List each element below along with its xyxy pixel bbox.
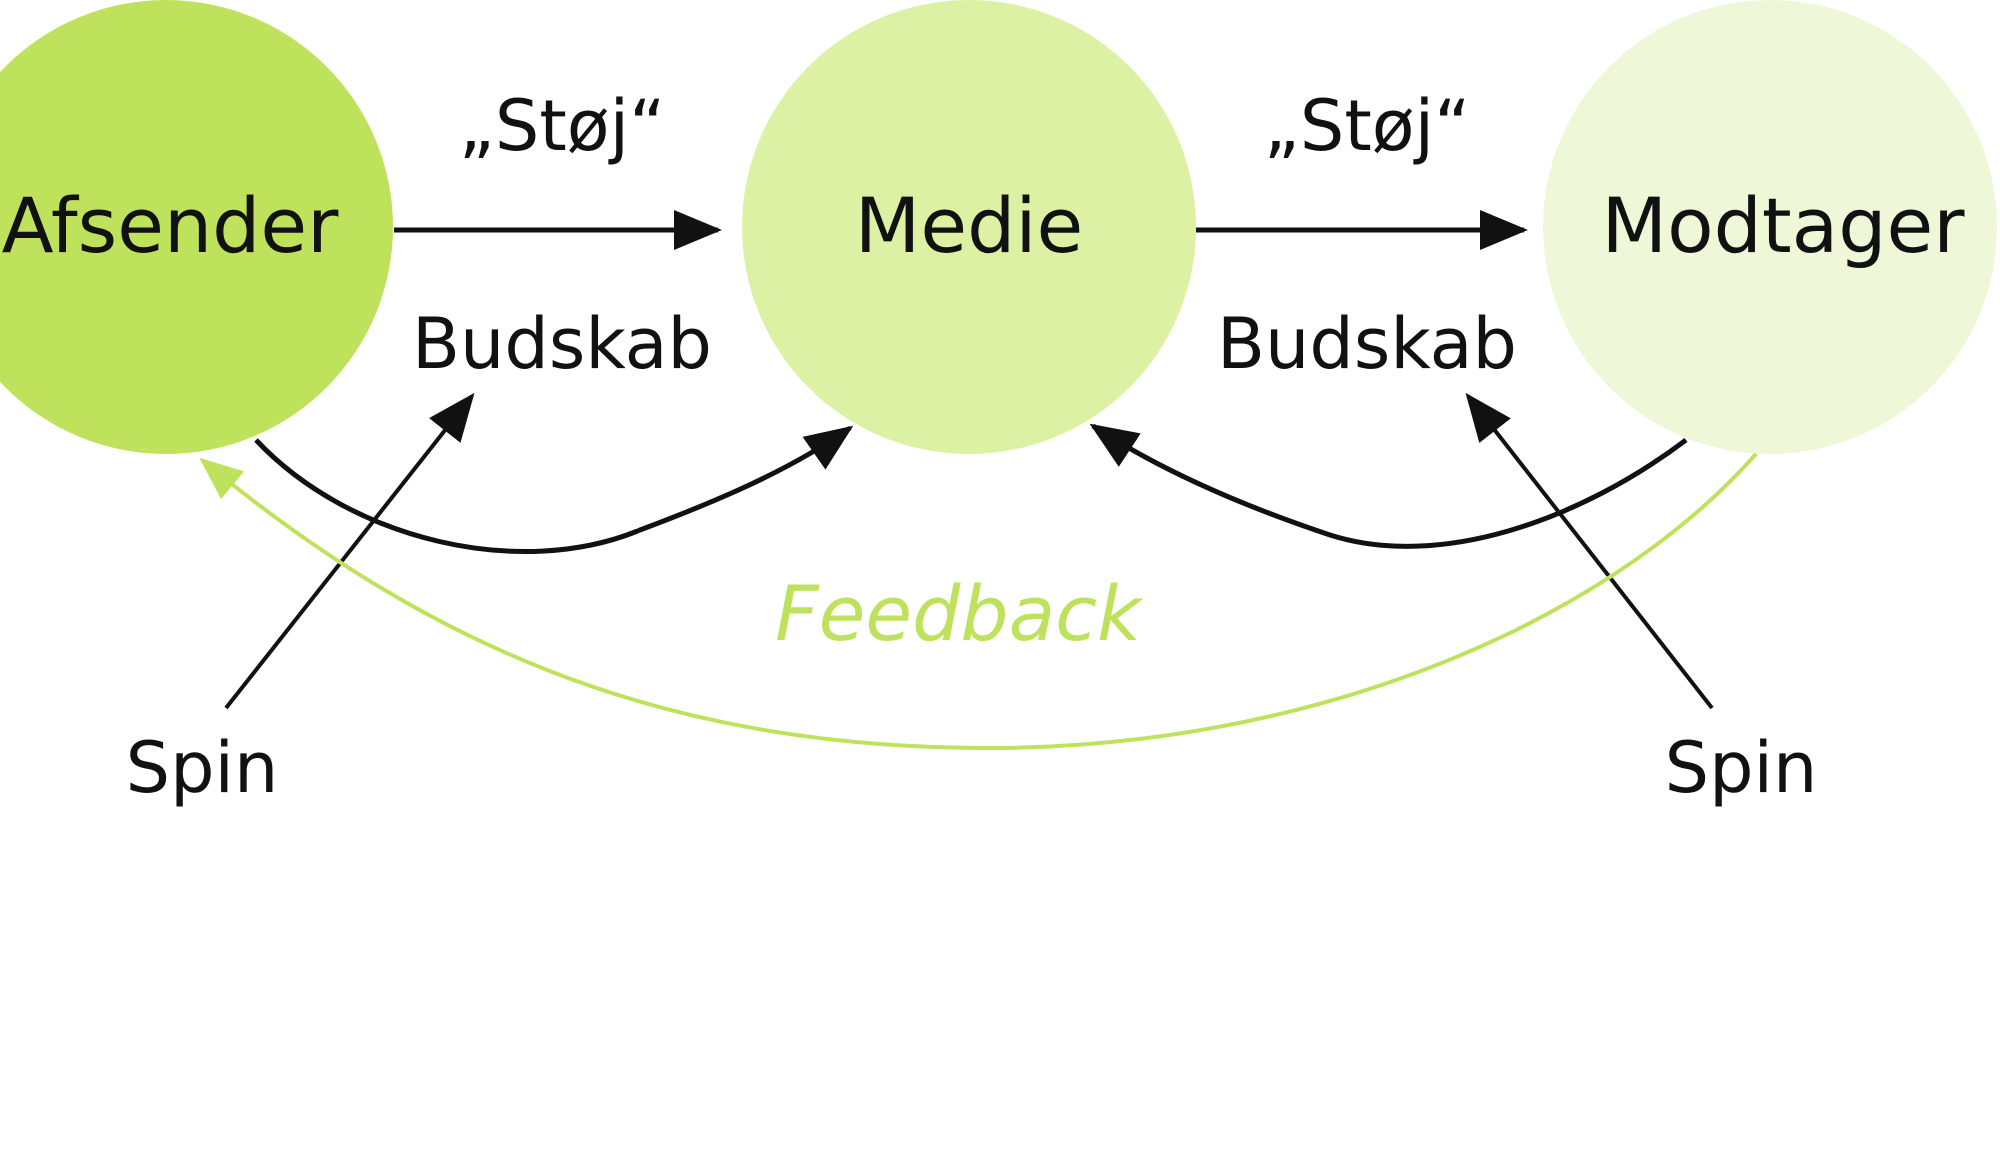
feedback-curve <box>199 452 1758 751</box>
spin-label-left: Spin <box>126 727 279 809</box>
node-afsender <box>0 0 393 454</box>
curve-modtager-to-medie <box>1089 423 1688 549</box>
node-label-modtager: Modtager <box>1602 181 1966 270</box>
node-modtager <box>1543 0 1997 454</box>
curve-afsender-to-medie <box>254 425 854 554</box>
noise-label-2: „Støj“ <box>1264 85 1471 167</box>
feedback-label: Feedback <box>775 569 1144 658</box>
noise-label-1: „Støj“ <box>459 85 666 167</box>
spin-label-right: Spin <box>1665 727 1818 809</box>
spin-arrow-left <box>224 392 475 710</box>
spin-arrow-right <box>1465 392 1714 710</box>
message-label-1: Budskab <box>412 303 712 385</box>
node-label-medie: Medie <box>855 181 1083 270</box>
node-label-afsender: Afsender <box>2 181 340 270</box>
node-medie <box>742 0 1196 454</box>
message-label-2: Budskab <box>1217 303 1517 385</box>
